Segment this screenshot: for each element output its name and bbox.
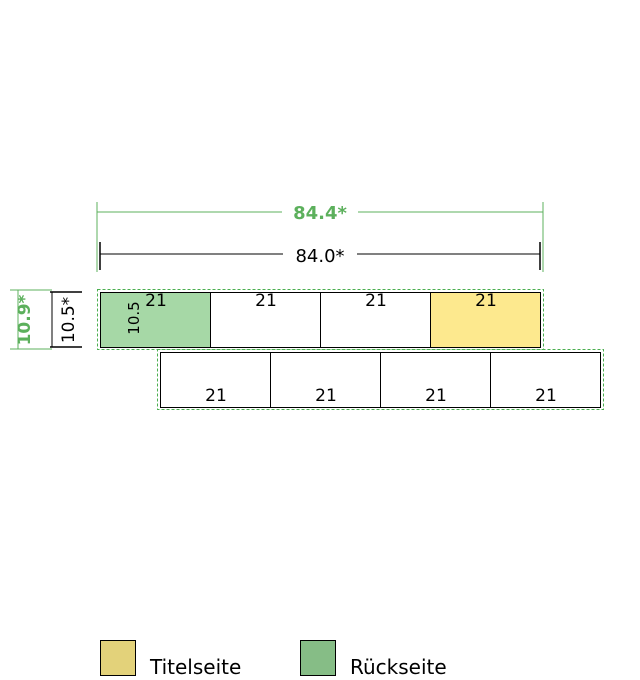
inner-width-dimension: 84.0* <box>99 242 541 270</box>
panel-width-label: 21 <box>205 386 227 406</box>
legend: Titelseite Rückseite <box>100 640 447 679</box>
panel-width-label: 21 <box>315 386 337 406</box>
legend-swatch-front <box>100 640 136 676</box>
legend-label-front: Titelseite <box>149 655 241 679</box>
inner-height-dimension: 10.5* <box>50 291 82 348</box>
panel-width-label: 21 <box>475 291 497 311</box>
inner-panel <box>160 352 271 408</box>
panel-width-label: 21 <box>535 386 557 406</box>
outer-height-label: 10.9* <box>15 294 35 345</box>
inner-height-label: 10.5* <box>59 297 79 343</box>
panel-width-label: 21 <box>255 291 277 311</box>
outer-height-dimension: 10.9* <box>10 289 52 350</box>
inner-width-label: 84.0* <box>295 246 344 267</box>
panel-width-label: 21 <box>145 291 167 311</box>
inner-panel <box>380 352 491 408</box>
top-row: 21 21 21 21 10.5 <box>100 291 541 348</box>
outer-width-dimension: 84.4* <box>96 202 544 272</box>
panel-width-label: 21 <box>425 386 447 406</box>
legend-swatch-back <box>300 640 336 676</box>
top-row-bleed-outline <box>97 289 544 350</box>
inner-panel <box>270 352 381 408</box>
bottom-row-bleed-outline <box>157 349 604 410</box>
bottom-row: 21 21 21 21 <box>160 352 601 408</box>
legend-label-back: Rückseite <box>350 655 447 679</box>
inner-panel <box>490 352 601 408</box>
panel-height-label: 10.5 <box>125 301 143 334</box>
front-cover-panel <box>430 292 541 348</box>
outer-width-label: 84.4* <box>293 203 347 224</box>
panel-width-label: 21 <box>365 291 387 311</box>
